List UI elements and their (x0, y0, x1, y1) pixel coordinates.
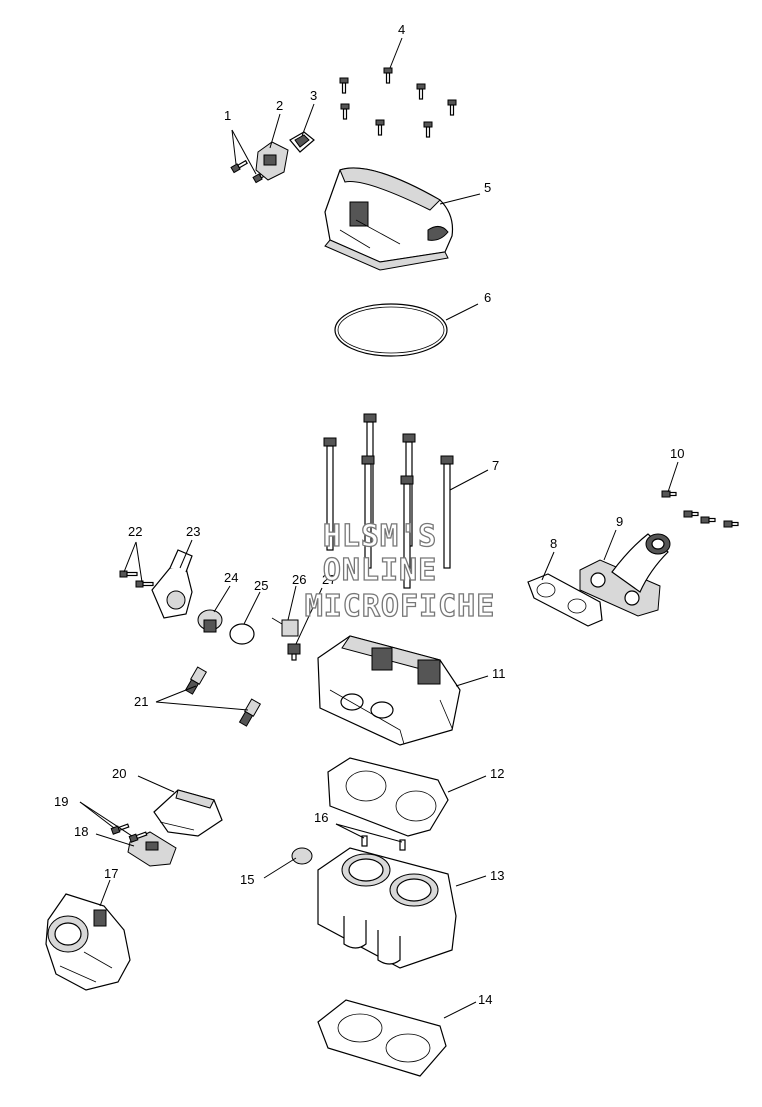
callout-22: 22 (128, 524, 142, 539)
callout-21: 21 (134, 694, 148, 709)
callout-17: 17 (104, 866, 118, 881)
callout-11: 11 (492, 666, 506, 681)
thermostat-housing-23 (151, 549, 193, 619)
thermostat-24 (197, 609, 223, 633)
callout-10: 10 (670, 446, 684, 461)
cylinder-13 (317, 847, 457, 969)
watermark-line-2: ONLINE (323, 553, 437, 588)
watermark-line-3: MICROFICHE (305, 589, 496, 624)
o-ring-6 (334, 303, 448, 357)
callout-4: 4 (398, 22, 405, 37)
gasket-3 (289, 131, 315, 153)
callout-24: 24 (224, 570, 238, 585)
head-gasket-12 (327, 757, 449, 837)
callout-15: 15 (240, 872, 254, 887)
callout-labels: 1 2 3 4 5 6 7 8 9 10 11 12 13 14 15 16 1… (54, 22, 684, 1007)
sensor-27 (287, 643, 301, 661)
callout-2: 2 (276, 98, 283, 113)
sensors-21 (184, 666, 262, 727)
callout-23: 23 (186, 524, 200, 539)
bolt-group-4 (339, 67, 457, 138)
callout-9: 9 (616, 514, 623, 529)
callout-6: 6 (484, 290, 491, 305)
callout-5: 5 (484, 180, 491, 195)
dowel-pins-16 (361, 835, 406, 851)
callout-3: 3 (310, 88, 317, 103)
watermark: HLSM'S ONLINE MICROFICHE (304, 518, 496, 624)
exhaust-gasket-8 (527, 573, 603, 627)
callout-20: 20 (112, 766, 126, 781)
valve-cover-5 (324, 167, 454, 271)
watermark-line-1: HLSM'S (323, 519, 437, 554)
seal-25 (229, 623, 255, 645)
callout-1: 1 (224, 108, 231, 123)
plug-15 (291, 847, 313, 865)
callout-7: 7 (492, 458, 499, 473)
callout-19: 19 (54, 794, 68, 809)
throttle-body-17 (45, 893, 131, 991)
clamp-18 (127, 831, 177, 867)
head-bolts-7 (323, 413, 454, 589)
callout-16: 16 (314, 810, 328, 825)
base-gasket-14 (317, 999, 447, 1077)
intake-boot-20 (153, 789, 223, 837)
callout-27: 27 (322, 572, 336, 587)
breather-bracket-2 (255, 141, 289, 181)
cylinder-head-11 (317, 635, 461, 746)
screws-22 (119, 570, 154, 588)
exhaust-manifold-9 (579, 533, 671, 617)
callout-13: 13 (490, 868, 504, 883)
callout-18: 18 (74, 824, 88, 839)
callout-12: 12 (490, 766, 504, 781)
leader-lines (79, 37, 679, 1019)
callout-26: 26 (292, 572, 306, 587)
screws-10 (661, 490, 739, 528)
callout-8: 8 (550, 536, 557, 551)
temp-sensor-26 (271, 617, 299, 637)
callout-25: 25 (254, 578, 268, 593)
callout-14: 14 (478, 992, 492, 1007)
